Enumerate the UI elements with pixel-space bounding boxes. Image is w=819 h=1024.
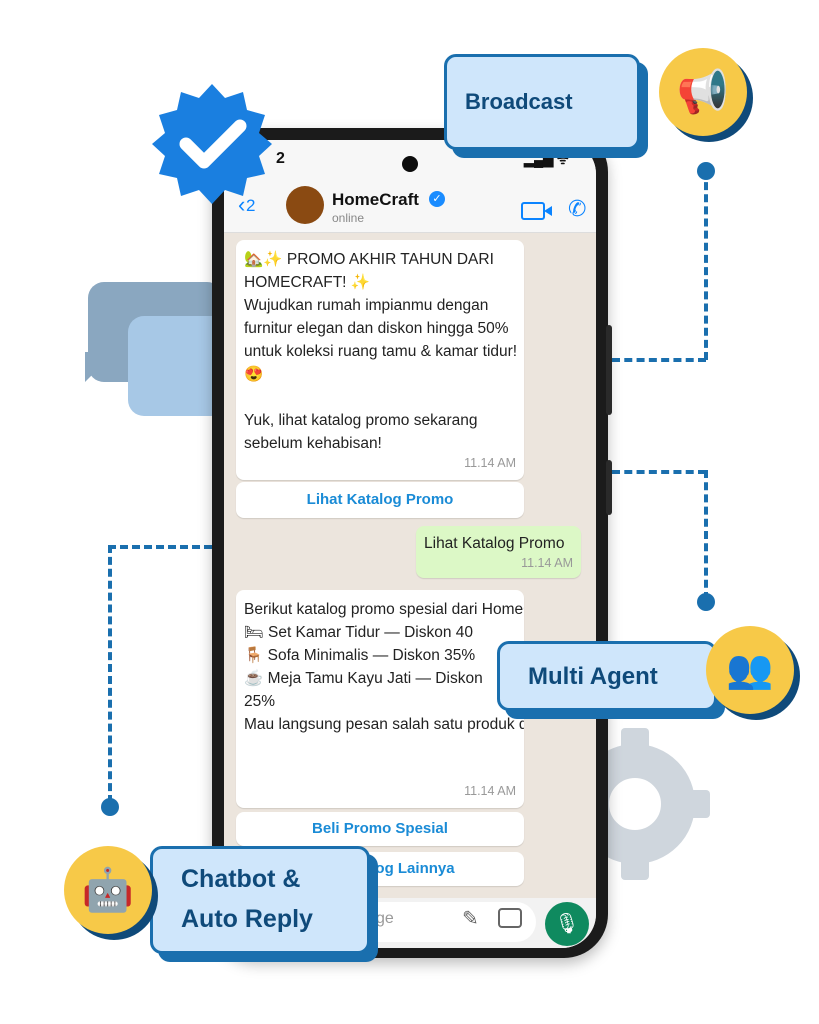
camera-icon[interactable]: [498, 908, 522, 928]
phone-screen: 2 ▂▄▆ ᯤ ‹ 2 HomeCraft ✓ online ✆ 🏡✨ PROM…: [224, 140, 596, 948]
message-time: 11.14 AM: [464, 456, 516, 470]
group-icon: 👥: [706, 626, 794, 714]
phone-side-button: [606, 460, 612, 515]
message-text: 🏡✨ PROMO AKHIR TAHUN DARI HOMECRAFT! ✨ W…: [244, 251, 518, 452]
verified-check-icon: [152, 84, 272, 204]
connector-broadcast: [612, 358, 706, 362]
gear-tooth: [621, 728, 649, 756]
connector-chatbot: [108, 545, 212, 549]
chatbot-text-line1: Chatbot &: [181, 865, 301, 893]
beli-promo-button[interactable]: Beli Promo Spesial: [236, 812, 524, 846]
attach-icon[interactable]: ✎: [462, 908, 479, 930]
connector-dot: [697, 162, 715, 180]
connector-broadcast: [704, 170, 708, 360]
broadcast-label: Broadcast: [444, 54, 640, 150]
verified-icon: ✓: [429, 191, 445, 207]
chatbot-text-line2: Auto Reply: [181, 905, 313, 933]
contact-status: online: [332, 211, 365, 225]
lihat-katalog-button[interactable]: Lihat Katalog Promo: [236, 482, 524, 518]
megaphone-icon: 📢: [659, 48, 747, 136]
connector-dot: [697, 593, 715, 611]
chat-header: [224, 140, 596, 233]
video-call-icon[interactable]: [521, 202, 552, 220]
contact-name[interactable]: HomeCraft: [332, 190, 419, 209]
connector-chatbot: [108, 545, 112, 803]
multi-agent-label: Multi Agent: [497, 641, 717, 711]
message-promo: 🏡✨ PROMO AKHIR TAHUN DARI HOMECRAFT! ✨ W…: [236, 240, 524, 480]
message-text: Lihat Katalog Promo: [424, 535, 565, 552]
message-catalog: Berikut katalog promo spesial dari HomeC…: [236, 590, 524, 808]
decorative-chat-bubble-tail: [85, 352, 115, 382]
status-time: 2: [276, 150, 285, 167]
chatbot-label: Chatbot & Auto Reply: [150, 846, 370, 954]
signal-wifi-icon: ▂▄▆ ᯤ: [524, 152, 569, 167]
message-text: Berikut katalog promo spesial dari HomeC…: [244, 601, 524, 733]
front-camera: [402, 156, 418, 172]
message-time: 11.14 AM: [521, 556, 573, 570]
connector-dot: [101, 798, 119, 816]
connector-multi-agent: [612, 470, 706, 474]
back-count[interactable]: 2: [246, 196, 256, 215]
mic-icon[interactable]: 🎙: [545, 902, 589, 946]
message-time: 11.14 AM: [464, 784, 516, 798]
gear-tooth: [621, 852, 649, 880]
gear-tooth: [682, 790, 710, 818]
multi-agent-text: Multi Agent: [528, 663, 658, 690]
broadcast-text: Broadcast: [465, 89, 573, 114]
back-arrow-icon[interactable]: ‹: [238, 192, 246, 217]
message-reply: Lihat Katalog Promo 11.14 AM: [416, 526, 581, 578]
robot-icon: 🤖: [64, 846, 152, 934]
phone-side-button: [606, 325, 612, 415]
connector-multi-agent: [704, 470, 708, 600]
message-placeholder: ge: [376, 910, 394, 927]
voice-call-icon[interactable]: ✆: [568, 196, 587, 221]
avatar[interactable]: [286, 186, 324, 224]
